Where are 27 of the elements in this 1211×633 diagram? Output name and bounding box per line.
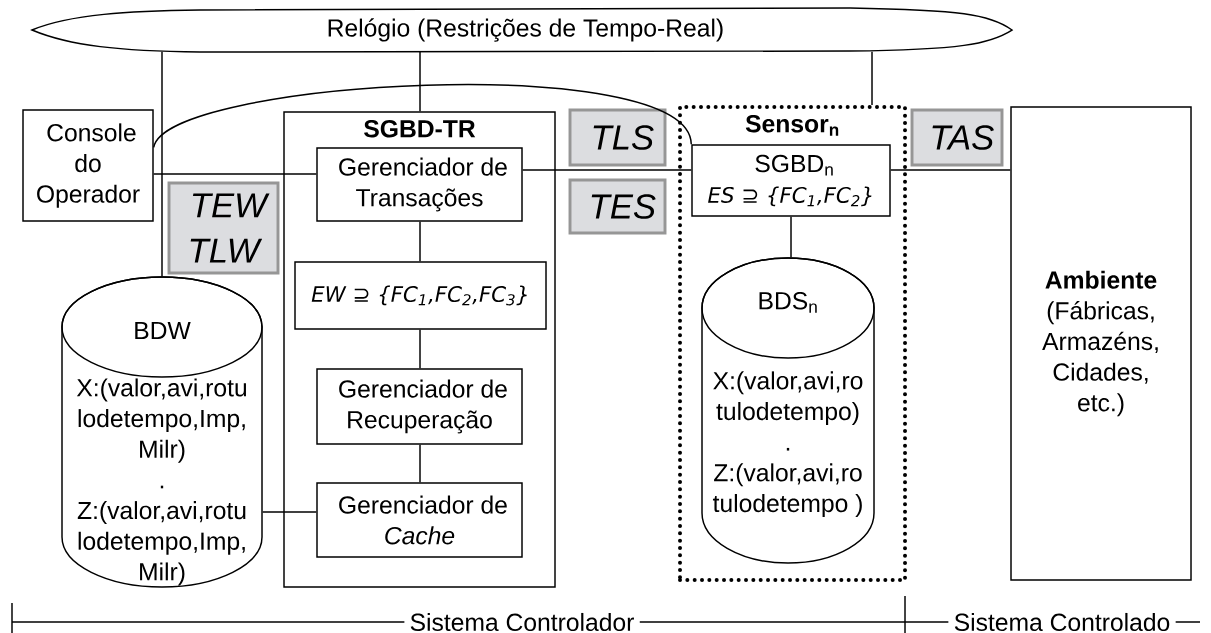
tag-box: TAS — [910, 108, 1004, 167]
connector-line — [890, 169, 1011, 171]
process-box: SGBD$_{n}$ ES ⊇ {FC$_{1}$,FC$_{2}$} — [691, 144, 891, 217]
tag-box: TLS — [568, 108, 667, 167]
connector-line — [419, 329, 421, 369]
process-box: Gerenciador de Cache — [316, 482, 523, 558]
connector-line — [161, 51, 163, 277]
connector-line — [262, 511, 317, 513]
process-box: Gerenciador de Transações — [316, 147, 523, 222]
tag-box: TEW TLW — [167, 181, 280, 275]
connector-line — [419, 51, 421, 112]
connector-line — [871, 51, 873, 106]
connector-line — [153, 173, 317, 175]
connector-line — [522, 169, 692, 171]
database-cylinder: BDW X:(valor,avi,rotu lodetempo,Imp, Milr) . Z:(valor,avi,rotu lodetempo,Imp, Milr) — [61, 276, 263, 588]
process-box: EW ⊇ {FC$_{1}$,FC$_{2}$,FC$_{3}$} — [294, 261, 547, 330]
span-label: Sistema Controlador — [404, 611, 640, 633]
process-box: Ambiente (Fábricas, Armazéns, Cidades, etc.) — [1010, 106, 1192, 581]
connector-line — [419, 444, 421, 483]
connector-line — [153, 84, 692, 148]
process-box: Gerenciador de Recuperação — [316, 368, 523, 445]
connector-line — [790, 216, 792, 258]
process-box: Console do Operador — [22, 109, 154, 222]
connector-line — [419, 221, 421, 262]
tag-box: TES — [568, 178, 667, 235]
database-cylinder: BDS$_{n}$ X:(valor,avi,ro tulodetempo) . Z:(valor,avi,ro tulodetempo ) — [701, 257, 875, 564]
span-label: Sistema Controlado — [948, 611, 1176, 633]
